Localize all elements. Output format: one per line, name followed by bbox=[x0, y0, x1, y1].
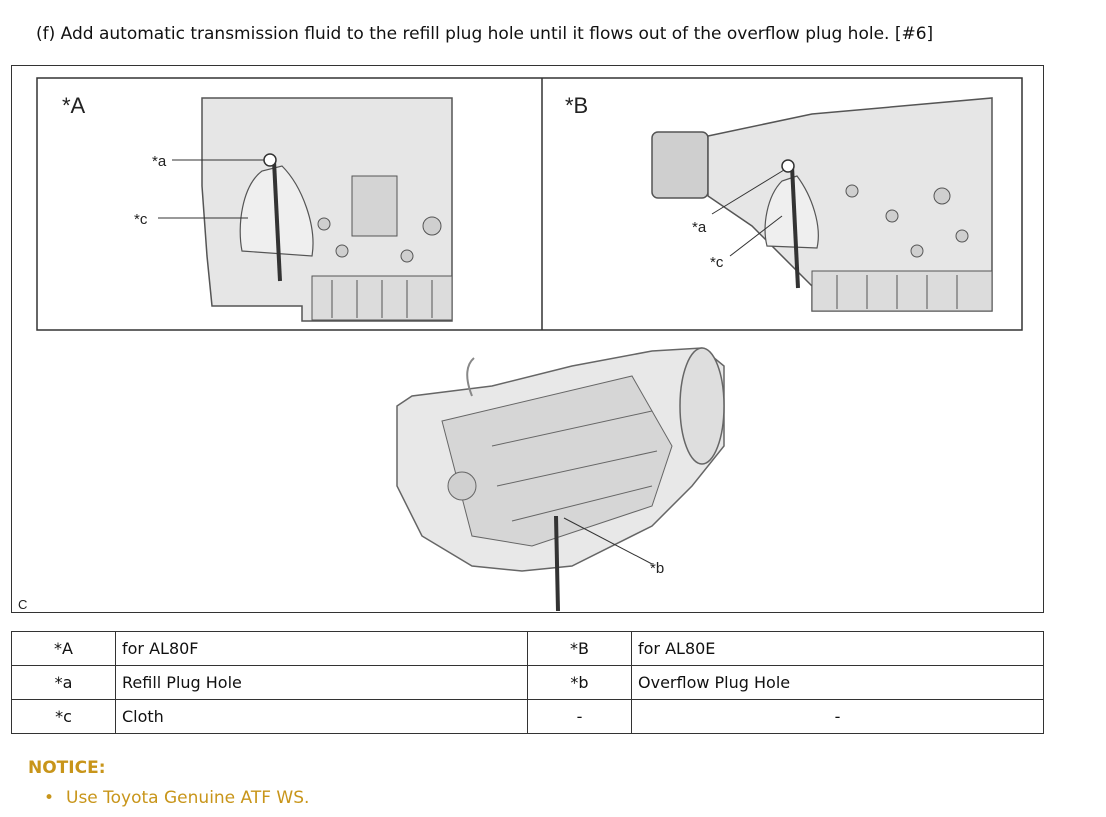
legend-code: *b bbox=[527, 665, 632, 700]
legend-description: for AL80E bbox=[631, 631, 1044, 666]
legend-description: for AL80F bbox=[115, 631, 528, 666]
lower-transmission-drawing bbox=[396, 347, 725, 612]
leader-line-c2 bbox=[729, 215, 783, 257]
leader-line-b bbox=[563, 517, 653, 565]
legend-code: *a bbox=[11, 665, 116, 700]
figure-corner-mark: C bbox=[18, 597, 27, 612]
callout-c-panel-b: *c bbox=[710, 254, 724, 271]
panel-a-label: *A bbox=[62, 93, 86, 118]
legend-description: Overflow Plug Hole bbox=[631, 665, 1044, 700]
legend-code: - bbox=[527, 699, 632, 734]
list-item: • Use Toyota Genuine ATF WS. bbox=[44, 788, 309, 808]
callout-a-panel-b: *a bbox=[692, 219, 707, 236]
legend-description: Cloth bbox=[115, 699, 528, 734]
panel-b-transmission-drawing bbox=[651, 97, 993, 312]
legend-description: - bbox=[631, 699, 1044, 734]
notice-title: NOTICE: bbox=[28, 758, 106, 778]
step-instruction: (f) Add automatic transmission fluid to … bbox=[36, 24, 934, 44]
notice-list: • Use Toyota Genuine ATF WS. bbox=[44, 788, 309, 808]
notice-item-text: Use Toyota Genuine ATF WS. bbox=[66, 788, 310, 808]
panel-a-transmission-drawing bbox=[201, 97, 453, 322]
illustration-svg: *A *B *a *c *a *c *b C bbox=[18, 77, 1023, 612]
leader-line-a2 bbox=[711, 169, 785, 215]
upper-panels-frame bbox=[36, 77, 1023, 331]
legend-code: *B bbox=[527, 631, 632, 666]
callout-b: *b bbox=[650, 560, 664, 577]
table-row: *a Refill Plug Hole *b Overflow Plug Hol… bbox=[11, 665, 1044, 700]
legend-code: *A bbox=[11, 631, 116, 666]
table-row: *c Cloth - - bbox=[11, 699, 1044, 734]
legend-description: Refill Plug Hole bbox=[115, 665, 528, 700]
table-row: *A for AL80F *B for AL80E bbox=[11, 631, 1044, 666]
callout-c-panel-a: *c bbox=[134, 211, 148, 228]
legend-table: *A for AL80F *B for AL80E *a Refill Plug… bbox=[11, 631, 1044, 734]
bullet-icon: • bbox=[44, 788, 55, 808]
callout-a-panel-a: *a bbox=[152, 153, 167, 170]
panel-b-label: *B bbox=[565, 93, 588, 118]
legend-code: *c bbox=[11, 699, 116, 734]
illustration-figure: *A *B *a *c *a *c *b C bbox=[11, 65, 1044, 613]
